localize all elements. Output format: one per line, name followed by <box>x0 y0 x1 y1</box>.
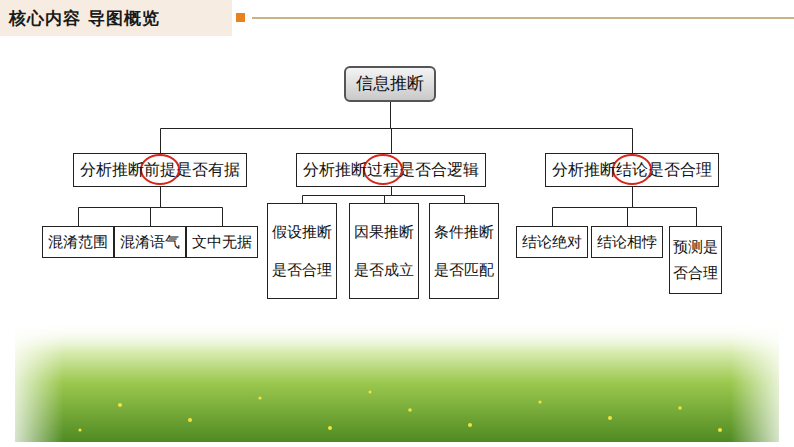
point-box: 条件推断是否匹配 <box>429 203 499 299</box>
header-square <box>236 13 245 22</box>
root-box: 信息推断 <box>344 66 436 102</box>
tree-connector <box>79 187 161 226</box>
tree-connector <box>161 187 223 226</box>
node-label: 分析推断结论是否合理 <box>552 159 712 181</box>
point-box: 结论相悖 <box>591 226 663 258</box>
tree-connector <box>385 187 392 203</box>
node-label: 因果推断是否成立 <box>354 213 414 289</box>
node-label: 信息推断 <box>356 74 424 94</box>
tree-connector <box>633 187 697 226</box>
grass-banner <box>15 322 779 442</box>
slide-heading: 核心内容 导图概览 <box>9 7 160 30</box>
point-box: 结论绝对 <box>516 226 588 258</box>
tree-connector <box>392 187 465 203</box>
tree-connector <box>391 102 633 153</box>
point-box: 文中无据 <box>186 226 258 258</box>
category-box: 分析推断前提是否有据 <box>73 153 247 187</box>
header-band <box>0 0 232 36</box>
point-box: 混淆范围 <box>42 226 114 258</box>
category-box: 分析推断结论是否合理 <box>545 153 719 187</box>
node-label: 分析推断过程是否合逻辑 <box>303 159 479 181</box>
point-box: 假设推断是否合理 <box>267 203 337 299</box>
point-box: 混淆语气 <box>114 226 186 258</box>
node-label: 文中无据 <box>192 232 252 252</box>
node-label: 假设推断是否合理 <box>272 213 332 289</box>
tree-connector <box>303 187 392 203</box>
point-box: 因果推断是否成立 <box>349 203 419 299</box>
node-label: 预测是否合理 <box>673 234 718 286</box>
node-label: 结论相悖 <box>597 232 657 252</box>
tree-connector <box>151 187 161 226</box>
point-box: 预测是否合理 <box>669 226 722 294</box>
node-label: 分析推断前提是否有据 <box>80 159 240 181</box>
category-box: 分析推断过程是否合逻辑 <box>296 153 486 187</box>
node-label: 结论绝对 <box>522 232 582 252</box>
header-rule <box>252 17 794 19</box>
tree-connector <box>161 102 391 153</box>
tree-connector <box>553 187 633 226</box>
node-label: 混淆语气 <box>120 232 180 252</box>
tree-connector <box>628 187 633 226</box>
node-label: 混淆范围 <box>48 232 108 252</box>
node-label: 条件推断是否匹配 <box>434 213 494 289</box>
